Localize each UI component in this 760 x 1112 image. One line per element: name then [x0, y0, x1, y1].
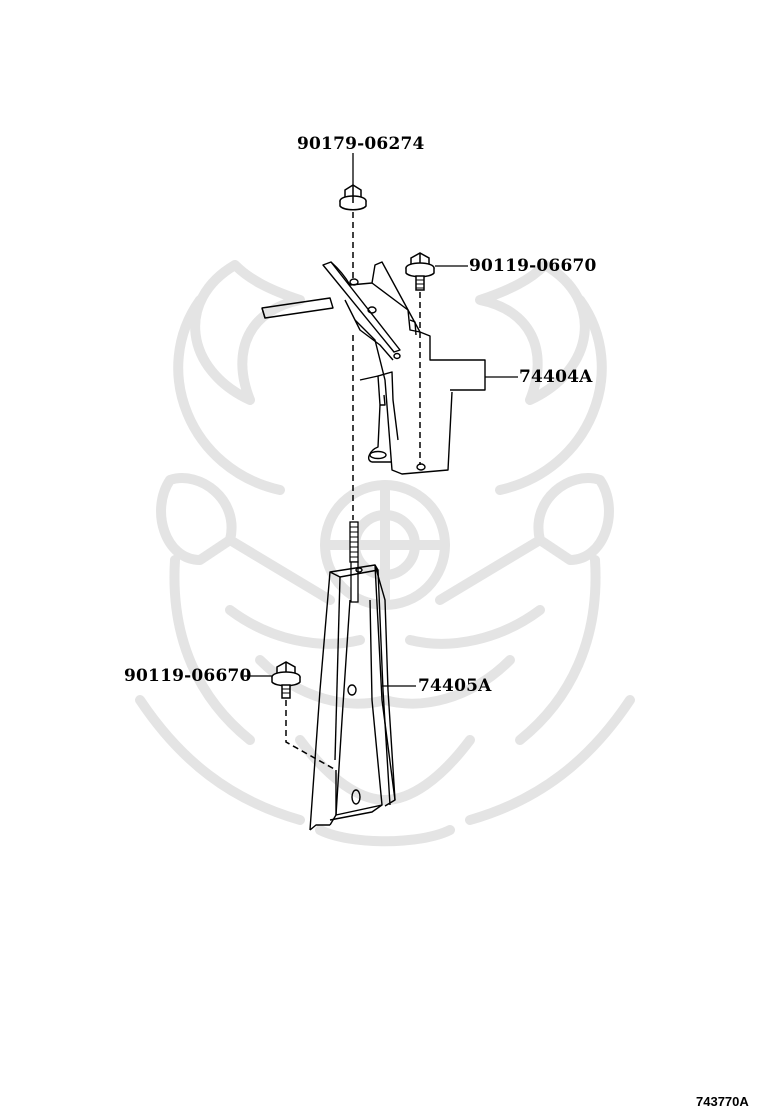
- figure-id: 743770A: [696, 1094, 749, 1109]
- assembly-lines: [285, 212, 421, 771]
- callout-bracket-upper: 74404A: [519, 367, 593, 387]
- callout-bolt-lower: 90119-06670: [124, 666, 252, 686]
- upper-bolt-icon: [405, 252, 435, 291]
- lower-bracket: [309, 564, 396, 831]
- callout-nut-top: 90179-06274: [297, 134, 425, 154]
- flange-nut-icon: [339, 184, 367, 211]
- callout-bracket-lower: 74405A: [418, 676, 492, 696]
- callout-bolt-upper: 90119-06670: [469, 256, 597, 276]
- upper-bracket: [261, 261, 486, 475]
- leader-lines: [244, 153, 518, 687]
- stud-icon: [349, 521, 359, 603]
- lower-bolt-icon: [271, 661, 301, 699]
